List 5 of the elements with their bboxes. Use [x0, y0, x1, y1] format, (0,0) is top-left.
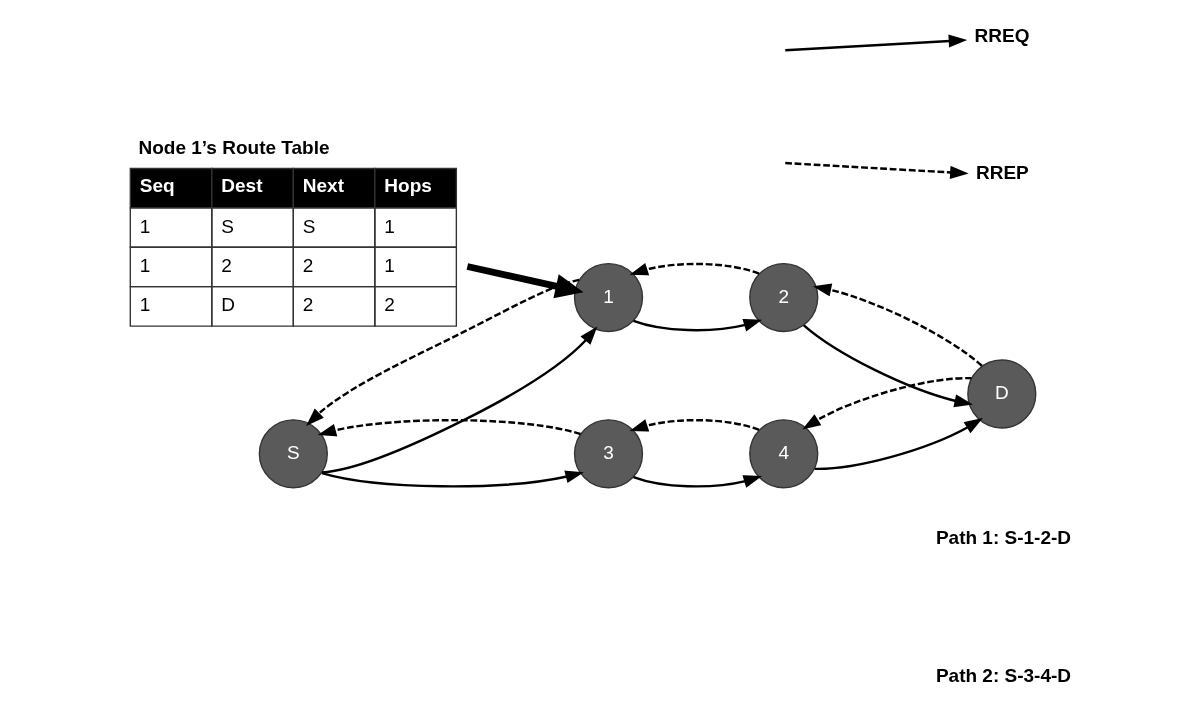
legend-label: RREQ	[974, 24, 1030, 46]
legend-label: RREP	[976, 161, 1029, 183]
label: Path 2: S-3-4-D	[935, 664, 1072, 686]
node-label: Node 1’s Route Table	[138, 136, 330, 158]
label: Path 1: S-1-2-D	[935, 527, 1072, 549]
